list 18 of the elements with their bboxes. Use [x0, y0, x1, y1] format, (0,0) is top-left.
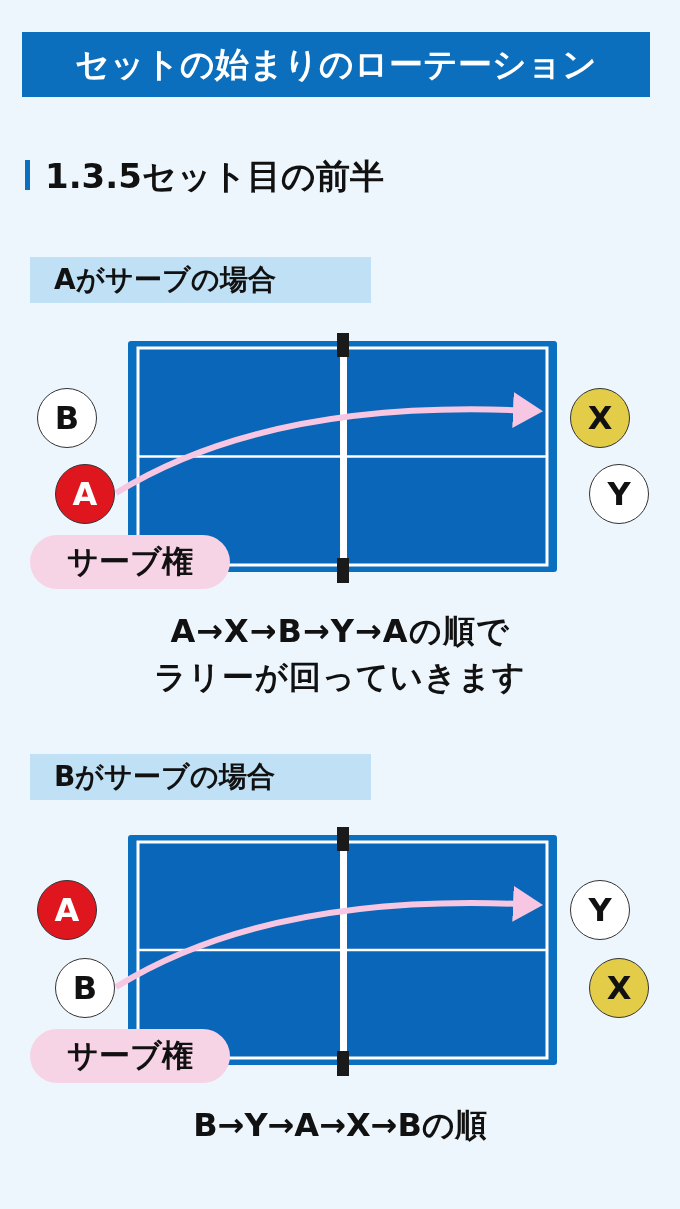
player-circle: B: [55, 958, 115, 1018]
player-circle: Y: [570, 880, 630, 940]
title-banner: セットの始まりのローテーション: [22, 32, 650, 97]
player-circle: A: [55, 464, 115, 524]
serve-label: サーブ権: [30, 1029, 230, 1083]
serve-arrow: [114, 885, 543, 990]
serve-label: サーブ権: [30, 535, 230, 589]
caption-text: A→X→B→Y→Aの順でラリーが回っていきます: [154, 612, 526, 697]
caption-text: B→Y→A→X→Bの順: [193, 1106, 487, 1144]
section-heading: 1.3.5セット目の前半: [45, 156, 384, 196]
player-circle: A: [37, 880, 97, 940]
heading-band: Bがサーブの場合: [30, 754, 371, 800]
player-circle: X: [570, 388, 630, 448]
heading-band: Aがサーブの場合: [30, 257, 371, 303]
serve-arrow: [114, 392, 543, 496]
player-circle: X: [589, 958, 649, 1018]
player-circle: B: [37, 388, 97, 448]
player-circle: Y: [589, 464, 649, 524]
